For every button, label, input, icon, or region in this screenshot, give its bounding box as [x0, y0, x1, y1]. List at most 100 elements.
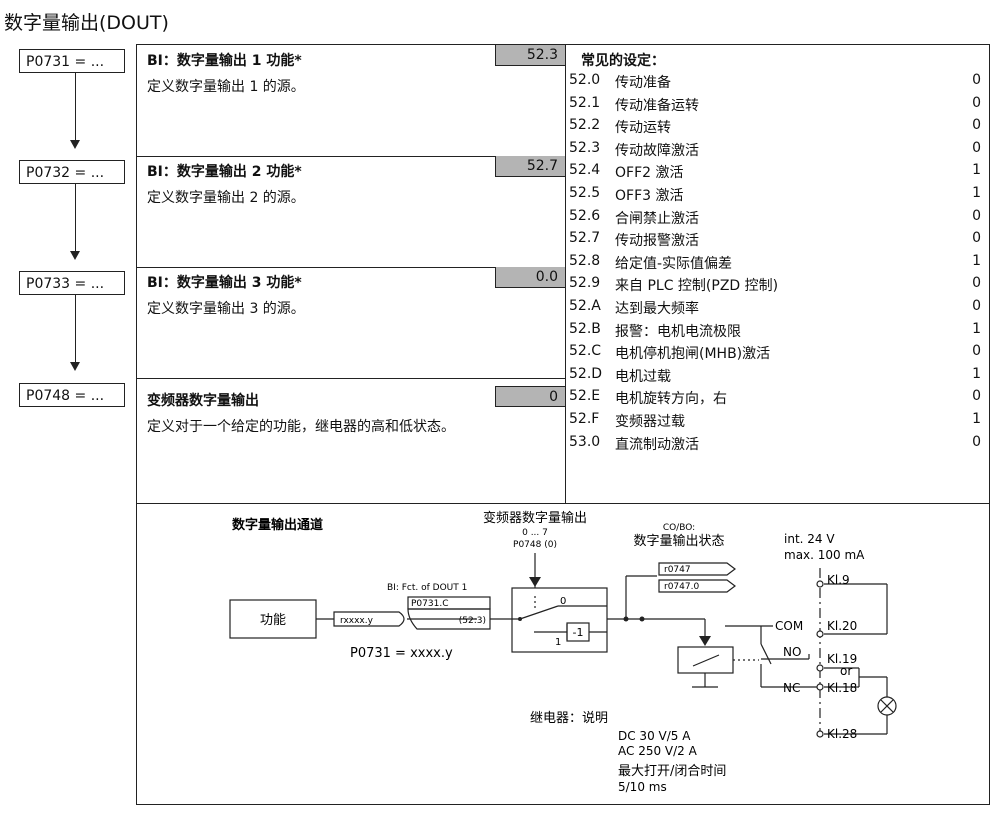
setting-code: 52.5 — [569, 185, 601, 201]
setting-code: 52.7 — [569, 230, 601, 247]
kl9-label: Kl.9 — [827, 573, 850, 587]
parameter-panel: BI：数字量输出 1 功能* 52.3 定义数字量输出 1 的源。 BI：数字量… — [136, 44, 990, 504]
switch-block — [511, 587, 608, 653]
setting-row: 52.5 OFF3 激活 1 — [569, 185, 981, 207]
inverter-label: 变频器数字量输出 — [483, 510, 587, 526]
terminal-kl19 — [816, 664, 824, 672]
connector-line — [75, 295, 76, 362]
switch-lever — [519, 605, 559, 620]
param-value: 0 — [495, 386, 565, 407]
no-label: NO — [783, 645, 801, 659]
diagram-svg: 数字量输出通道 变频器数字量输出 0 ... 7 P0748 (0) CO/BO… — [229, 510, 897, 794]
row-divider — [137, 156, 566, 157]
relay-coil — [677, 646, 734, 674]
param-desc: 定义数字量输出 1 的源。 — [147, 79, 305, 95]
row-divider — [137, 267, 566, 268]
page-title: 数字量输出(DOUT) — [4, 12, 169, 34]
setting-value: 0 — [972, 230, 981, 247]
setting-desc: 传动运转 — [615, 120, 671, 137]
setting-code: 52.C — [569, 343, 602, 360]
setting-code: 53.0 — [569, 433, 601, 450]
setting-desc: 直流制动激活 — [615, 436, 699, 453]
setting-desc: 电机停机抱闸(MHB)激活 — [615, 346, 771, 363]
kl28-label: Kl.28 — [827, 727, 857, 741]
relay-spec-time: 5/10 ms — [618, 780, 667, 794]
diagram-title: 数字量输出通道 — [232, 517, 323, 533]
junction-dot — [639, 616, 645, 622]
arrow-down-icon — [70, 251, 80, 260]
setting-desc: 传动报警激活 — [615, 233, 699, 250]
arrow-down-icon — [529, 577, 541, 587]
setting-code: 52.4 — [569, 162, 601, 179]
function-label: 功能 — [260, 613, 286, 628]
nc-label: NC — [783, 681, 800, 695]
r0747-label: r0747 — [664, 565, 691, 575]
relay-contact — [760, 643, 772, 665]
connector-shape — [333, 611, 405, 627]
param-code-p0731: P0731 = ... — [19, 49, 125, 73]
dout-channel-diagram: 数字量输出通道 变频器数字量输出 0 ... 7 P0748 (0) CO/BO… — [136, 503, 990, 805]
lamp-icon-cross — [880, 699, 894, 713]
supply-current: max. 100 mA — [784, 548, 865, 562]
terminal-kl18 — [816, 683, 824, 691]
terminal-kl20 — [816, 630, 824, 638]
setting-code: 52.B — [569, 320, 601, 337]
setting-code: 52.0 — [569, 72, 601, 88]
terminal-kl9 — [816, 580, 824, 588]
setting-value: 1 — [972, 162, 981, 179]
setting-code: 52.6 — [569, 207, 601, 224]
setting-code: 52.3 — [569, 139, 601, 156]
setting-code: 52.A — [569, 298, 601, 314]
p0731c-connector — [407, 608, 491, 630]
setting-desc: 达到最大频率 — [615, 301, 699, 317]
inverter-param: P0748 (0) — [513, 540, 557, 550]
setting-code: 52.2 — [569, 117, 601, 134]
setting-value: 0 — [972, 139, 981, 156]
setting-value: 1 — [972, 365, 981, 382]
setting-desc: 报警：电机电流极限 — [615, 323, 741, 340]
param-desc: 定义对于一个给定的功能，继电器的高和低状态。 — [147, 419, 455, 435]
param-heading: BI：数字量输出 2 功能* — [147, 164, 302, 180]
connector-line — [75, 73, 76, 140]
param-code-p0748: P0748 = ... — [19, 383, 125, 407]
or-label: or — [840, 664, 852, 678]
setting-value: 1 — [972, 185, 981, 201]
setting-value: 0 — [972, 94, 981, 111]
setting-value: 0 — [972, 343, 981, 360]
setting-desc: 电机旋转方向，右 — [615, 391, 727, 408]
setting-code: 52.F — [569, 411, 600, 427]
setting-desc: 传动准备 — [615, 75, 671, 91]
relay-title: 继电器：说明 — [530, 711, 608, 726]
inverter-range: 0 ... 7 — [522, 528, 548, 538]
kl19-label: Kl.19 — [827, 652, 857, 666]
setting-desc: 变频器过载 — [615, 414, 685, 430]
setting-row: 52.C 电机停机抱闸(MHB)激活 0 — [569, 343, 981, 365]
relay-spec-ac: AC 250 V/2 A — [618, 744, 698, 758]
setting-code: 52.8 — [569, 252, 601, 269]
setting-value: 1 — [972, 320, 981, 337]
param-heading: BI：数字量输出 1 功能* — [147, 53, 302, 69]
param-code-p0732: P0732 = ... — [19, 160, 125, 184]
param-value: 0.0 — [495, 267, 565, 288]
setting-desc: 传动准备运转 — [615, 97, 699, 114]
setting-value: 0 — [972, 207, 981, 224]
supply-voltage: int. 24 V — [784, 532, 835, 546]
setting-value: 0 — [972, 275, 981, 292]
setting-desc: 合闸禁止激活 — [615, 210, 699, 227]
relay-coil-stroke — [692, 654, 720, 667]
setting-desc: 给定值-实际值偏差 — [615, 255, 733, 272]
setting-desc: OFF3 激活 — [615, 188, 684, 204]
p0731c-label: P0731.C — [411, 599, 448, 609]
setting-code: 52.D — [569, 365, 603, 382]
setting-desc: 来自 PLC 控制(PZD 控制) — [615, 278, 779, 295]
param-code-p0733: P0733 = ... — [19, 271, 125, 295]
